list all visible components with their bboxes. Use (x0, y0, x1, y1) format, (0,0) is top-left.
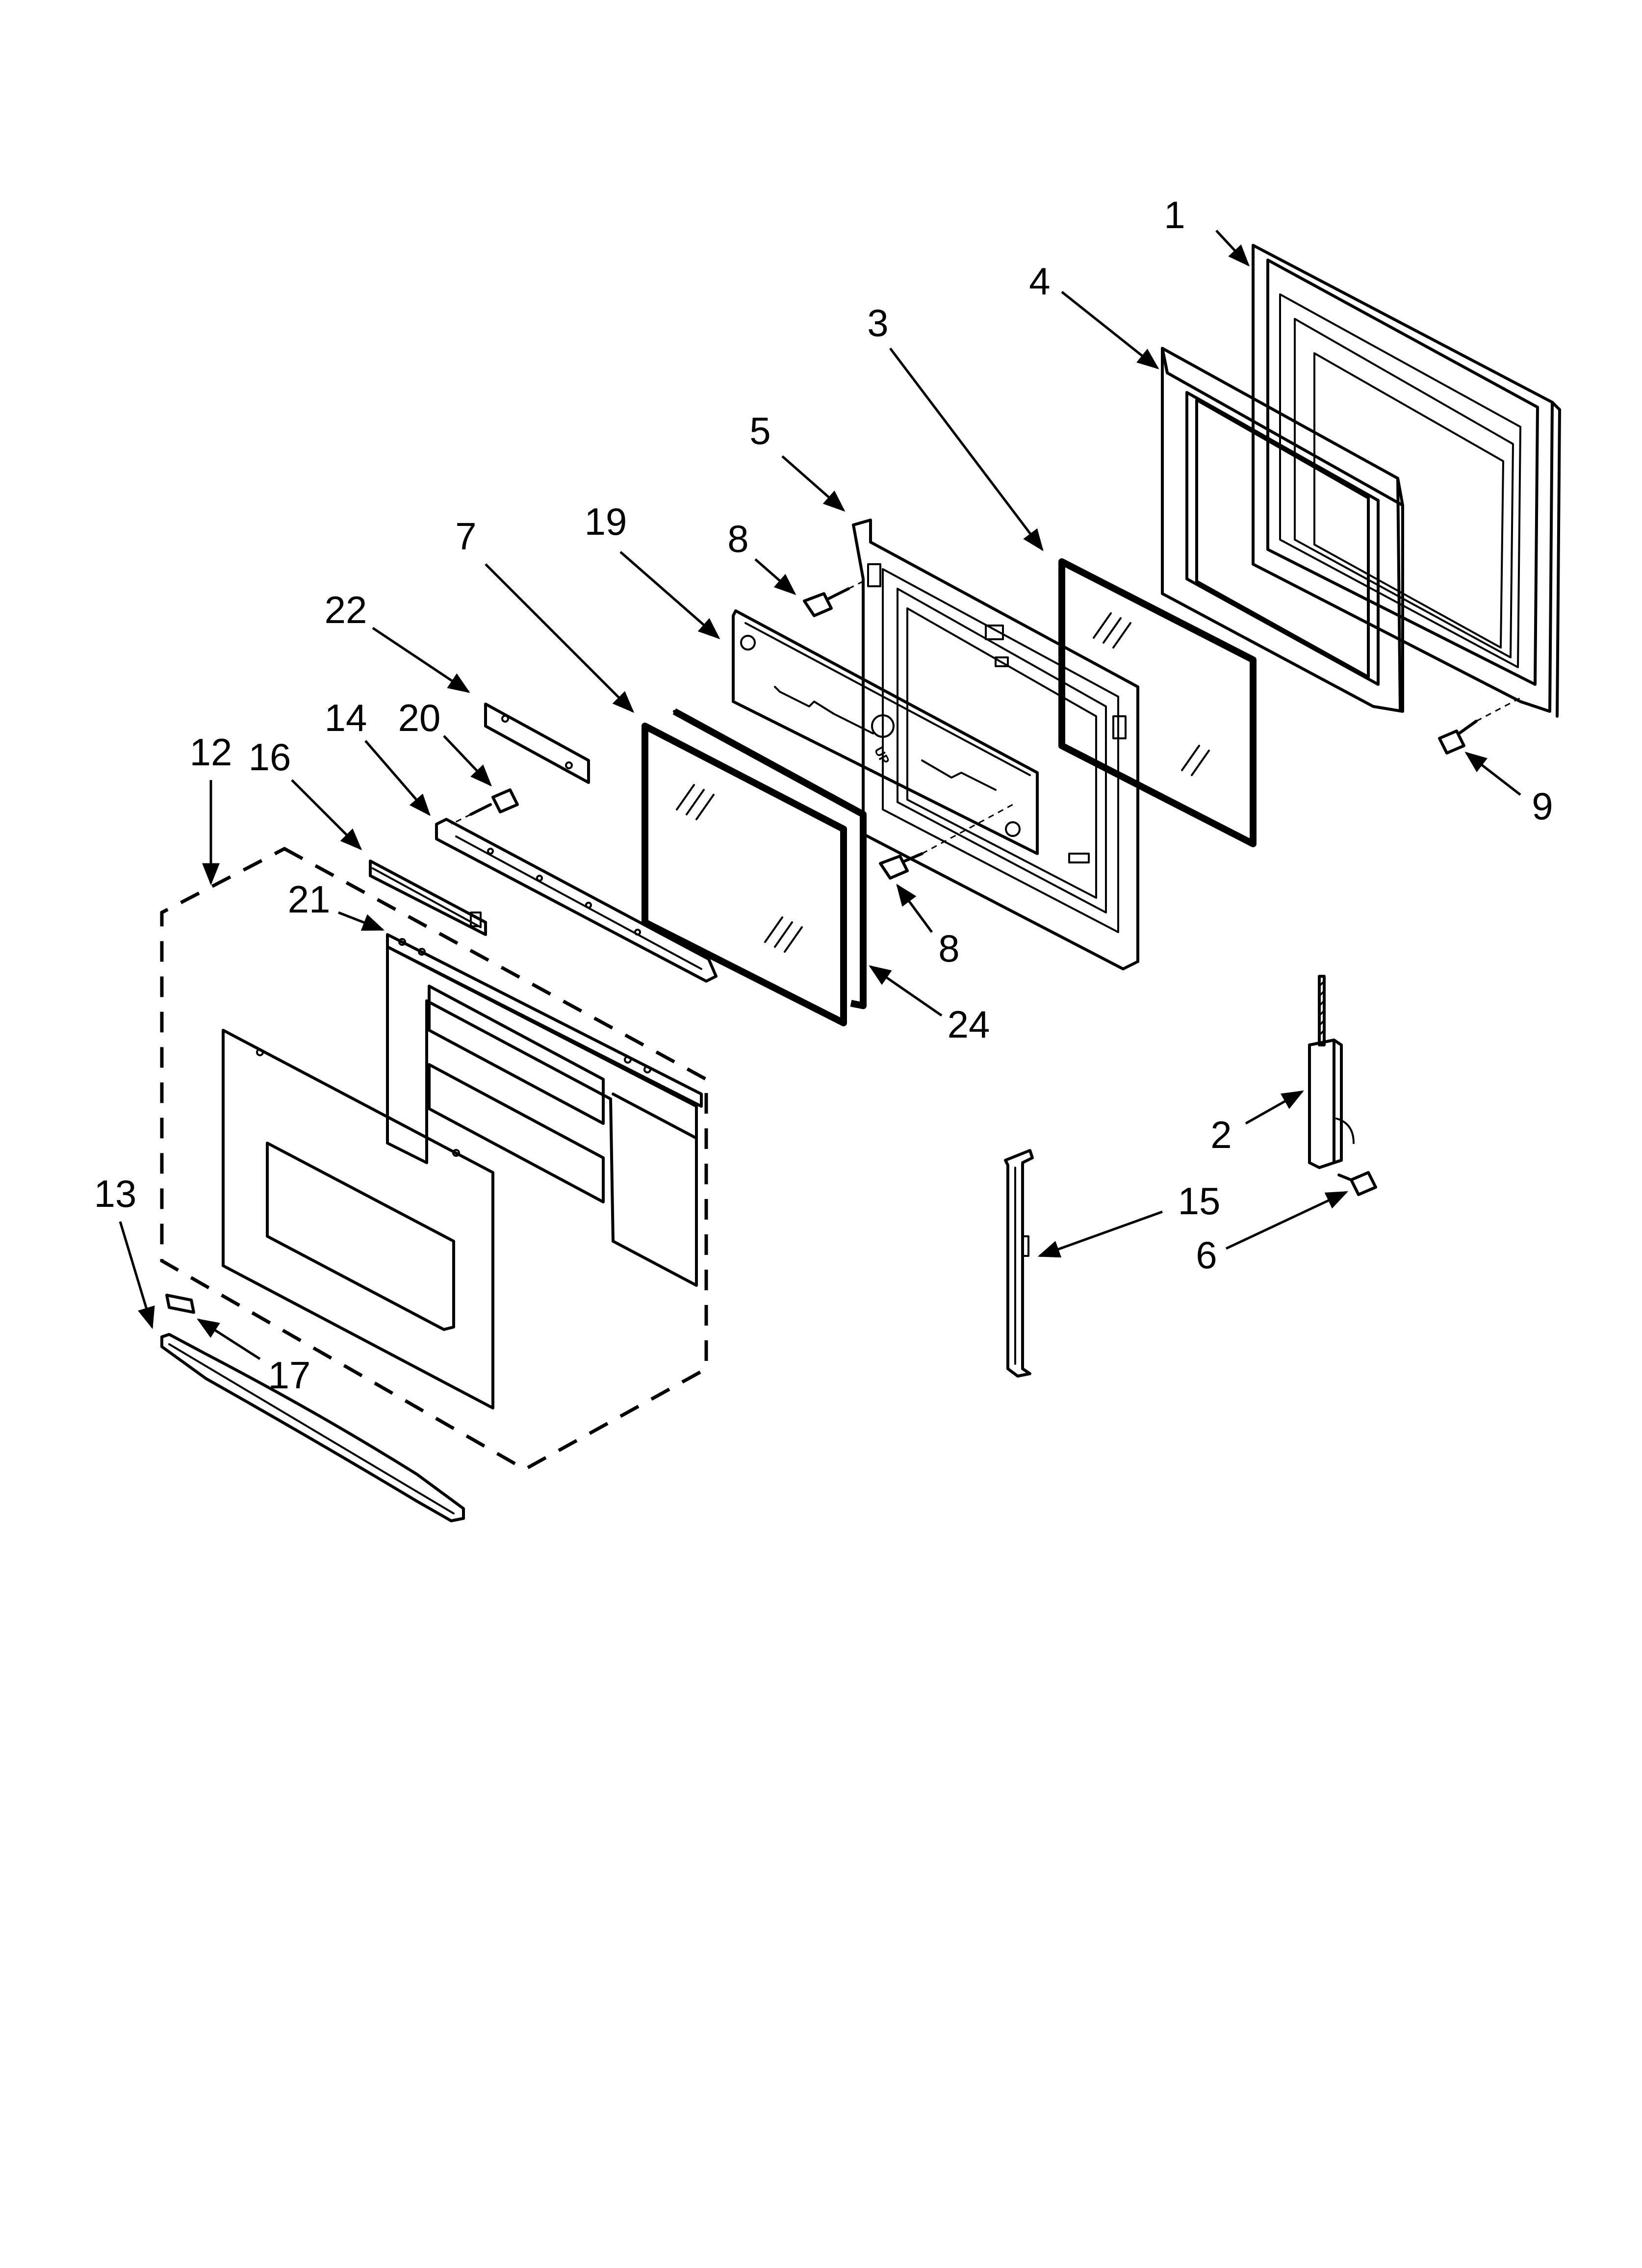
part-16-vent-bracket (369, 860, 487, 936)
callout-9: 9 (1532, 784, 1553, 828)
callout-4: 4 (1029, 260, 1050, 303)
callout-3: 3 (867, 301, 888, 344)
callout-7: 7 (455, 515, 476, 558)
callout-5: 5 (749, 409, 770, 452)
leader-14 (364, 740, 431, 816)
callout-14: 14 (325, 696, 367, 739)
part-22-bracket (484, 703, 590, 784)
callout-20: 20 (398, 696, 441, 739)
part-20-screw (451, 788, 519, 825)
part-21-strip (386, 933, 703, 1108)
leader-15 (1037, 1210, 1163, 1258)
leader-17 (197, 1318, 261, 1360)
leader-16 (291, 779, 362, 851)
leader-20 (443, 735, 492, 787)
leader-7 (485, 563, 635, 713)
callout-17: 17 (268, 1354, 311, 1397)
leader-22 (372, 626, 470, 693)
leader-2 (1245, 1090, 1304, 1125)
callout-22: 22 (325, 588, 367, 631)
callout-8a: 8 (727, 517, 748, 560)
leader-8a (754, 558, 796, 595)
leader-4 (1061, 291, 1159, 369)
leader-5 (781, 455, 846, 512)
callout-19: 19 (585, 500, 627, 543)
part-17-badge (165, 1294, 195, 1314)
leader-1 (1215, 230, 1250, 267)
part-14-rail (435, 818, 718, 983)
leader-24 (869, 965, 943, 1017)
leader-6 (1225, 1191, 1349, 1250)
outer-door-glass (222, 1029, 494, 1409)
part-15-hinge-receiver (1004, 1149, 1034, 1378)
part-19-door-panel: UP (732, 609, 1039, 855)
callout-8b: 8 (938, 927, 959, 970)
part-1-outer-liner (1252, 244, 1561, 718)
part-8-screw-lower (879, 804, 1013, 880)
part-8-screw-upper (803, 580, 864, 617)
part-9-screw (1438, 696, 1523, 755)
leader-9 (1464, 752, 1521, 796)
part-7-glass-pane (641, 723, 847, 1026)
callout-1: 1 (1164, 193, 1185, 236)
part-4-door-frame (1161, 347, 1404, 713)
leader-19 (619, 551, 720, 639)
callout-12: 12 (190, 730, 232, 774)
leader-lines (119, 230, 1521, 1360)
callout-24: 24 (948, 1003, 990, 1046)
door-inner-frame (386, 945, 698, 1287)
callout-13: 13 (94, 1172, 137, 1215)
part-13-door-handle (160, 1333, 465, 1522)
leader-13 (119, 1221, 155, 1330)
callout-2: 2 (1210, 1113, 1232, 1156)
part-2-hinge (1308, 975, 1355, 1169)
part-3-glass-panel (1058, 558, 1257, 847)
part-12-door-assembly-outline (160, 847, 708, 1472)
callout-16: 16 (249, 735, 291, 779)
callout-15: 15 (1178, 1179, 1221, 1223)
leader-21 (338, 911, 385, 931)
callout-21: 21 (288, 878, 331, 921)
part-19-up-marking: UP (872, 744, 893, 767)
callout-6: 6 (1196, 1233, 1217, 1277)
callout-labels: 1 2 3 4 5 6 7 8 8 9 12 13 14 15 16 17 19… (94, 193, 1553, 1397)
leader-3 (889, 347, 1044, 551)
leader-8b (896, 884, 933, 933)
part-24-rear-glass (672, 708, 867, 1009)
part-6-screw (1337, 1171, 1377, 1196)
part-5-inner-door-panel (852, 519, 1139, 970)
